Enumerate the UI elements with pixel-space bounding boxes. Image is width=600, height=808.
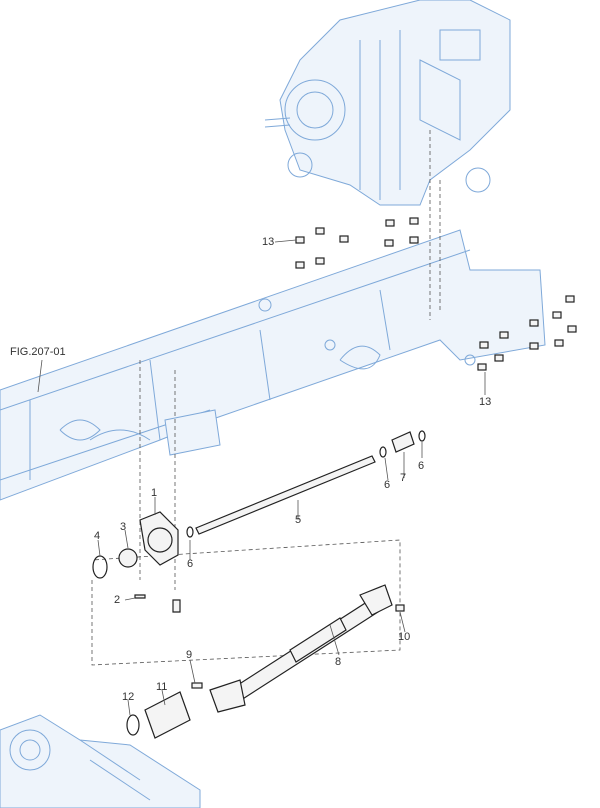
callout-6: 6 <box>418 460 424 472</box>
callout-13: 13 <box>479 396 491 408</box>
callout-12: 12 <box>122 691 134 703</box>
callout-6: 6 <box>187 558 193 570</box>
callout-9: 9 <box>186 649 192 661</box>
bolts-13 <box>295 217 577 371</box>
assembly-lines <box>91 130 441 666</box>
callout-4: 4 <box>94 530 100 542</box>
callout-3: 3 <box>120 521 126 533</box>
callout-7: 7 <box>400 472 406 484</box>
callout-10: 10 <box>398 631 410 643</box>
callout-11: 11 <box>156 681 167 693</box>
propeller-shaft-8 <box>126 584 405 739</box>
callout-8: 8 <box>335 656 341 668</box>
transmission-assembly <box>264 0 511 206</box>
callout-13: 13 <box>262 236 274 248</box>
callout-1: 1 <box>151 487 157 499</box>
leader-lines <box>37 239 486 716</box>
callout-5: 5 <box>295 514 301 526</box>
callout-6: 6 <box>384 479 390 491</box>
intermediate-shaft-5 <box>186 430 426 538</box>
vehicle-frame <box>0 229 546 501</box>
callout-2: 2 <box>114 594 120 606</box>
axle-assembly <box>0 714 201 808</box>
center-bearing-1 <box>92 511 181 613</box>
figure-reference-label: FIG.207-01 <box>10 346 66 358</box>
